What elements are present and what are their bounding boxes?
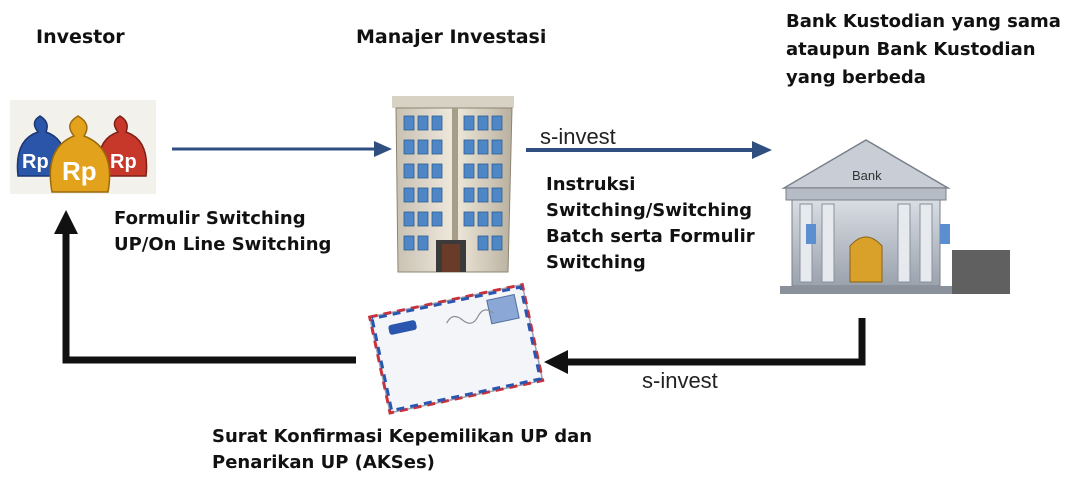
surat-line-2: Penarikan UP (AKSes) [212, 452, 435, 473]
arrow-bank-to-envelope [544, 318, 866, 374]
surat-line-1: Surat Konfirmasi Kepemilikan UP dan [212, 426, 593, 447]
arrow-envelope-to-investor [54, 210, 356, 364]
instruksi-line-1: Instruksi [546, 174, 636, 195]
s-invest-bottom-label: s-invest [642, 368, 718, 393]
office-building-icon [392, 96, 514, 273]
instruksi-line-3: Batch serta Formulir [546, 226, 755, 247]
bank-icon: Bank [780, 139, 1010, 294]
instruksi-line-2: Switching/Switching [546, 200, 753, 221]
formulir-switching-label: Formulir Switching UP/On Line Switching [114, 206, 331, 258]
arrow-investor-to-mi [172, 141, 392, 157]
formulir-line-1: Formulir Switching [114, 208, 306, 229]
bank-title-line-2: ataupun Bank Kustodian [786, 39, 1036, 60]
surat-konfirmasi-label: Surat Konfirmasi Kepemilikan UP dan Pena… [212, 424, 592, 476]
bank-kustodian-title: Bank Kustodian yang sama ataupun Bank Ku… [786, 8, 1061, 92]
bank-title-line-3: yang berbeda [786, 67, 926, 88]
s-invest-top-label: s-invest [540, 124, 616, 149]
arrow-mi-to-bank [526, 141, 772, 159]
instruksi-switching-label: Instruksi Switching/Switching Batch sert… [546, 172, 755, 276]
money-bags-icon: Rp Rp Rp [10, 100, 156, 194]
bag-center-text: Rp [62, 156, 97, 186]
bank-sign: Bank [852, 168, 882, 183]
bag-left-text: Rp [22, 151, 49, 173]
envelope-icon [367, 282, 545, 415]
formulir-line-2: UP/On Line Switching [114, 234, 332, 255]
manajer-investasi-title: Manajer Investasi [356, 26, 547, 48]
investor-title: Investor [36, 26, 125, 48]
bank-title-line-1: Bank Kustodian yang sama [786, 11, 1061, 32]
instruksi-line-4: Switching [546, 252, 646, 273]
bag-right-text: Rp [110, 151, 137, 173]
